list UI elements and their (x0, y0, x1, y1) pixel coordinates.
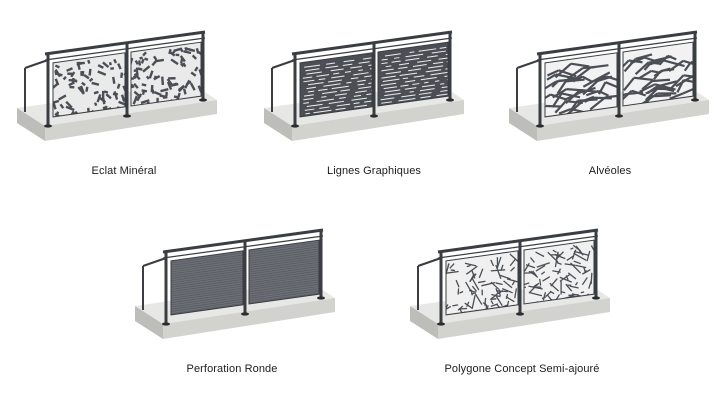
slab-front (45, 100, 217, 141)
railing-eclat-mineral (15, 20, 230, 150)
railing-eclat-mineral-illustration (17, 30, 217, 141)
railing-frame (417, 228, 600, 326)
railing-frame (24, 30, 207, 128)
railing-polygone-concept-illustration (410, 228, 610, 339)
railing-frame (142, 228, 325, 326)
railing-lignes-graphiques-illustration (264, 30, 464, 141)
railing-frame (516, 30, 699, 128)
slab-side (135, 306, 163, 339)
railing-panels (299, 41, 449, 118)
slab-front (537, 100, 709, 141)
railing-alveoles (507, 20, 720, 150)
railing-panels (544, 41, 694, 118)
railing-lignes-graphiques (262, 20, 477, 150)
slab-front (163, 298, 335, 339)
slab-side (410, 306, 438, 339)
railing-polygone-concept (408, 218, 623, 348)
slab-side (509, 108, 537, 141)
railing-perforation-ronde-illustration (135, 228, 335, 339)
slab-front (438, 298, 610, 339)
slab-side (264, 108, 292, 141)
caption-perforation-ronde: Perforation Ronde (186, 363, 278, 375)
railing-frame (271, 30, 454, 128)
caption-polygone-concept: Polygone Concept Semi-ajouré (444, 363, 600, 375)
slab-side (17, 108, 45, 141)
railing-alveoles-illustration (509, 30, 709, 141)
caption-eclat-mineral: Eclat Minéral (91, 165, 157, 177)
railing-panels (445, 239, 595, 316)
caption-lignes-graphiques: Lignes Graphiques (326, 165, 422, 177)
caption-alveoles: Alvéoles (588, 165, 632, 177)
railing-perforation-ronde (133, 218, 348, 348)
slab-front (292, 100, 464, 141)
